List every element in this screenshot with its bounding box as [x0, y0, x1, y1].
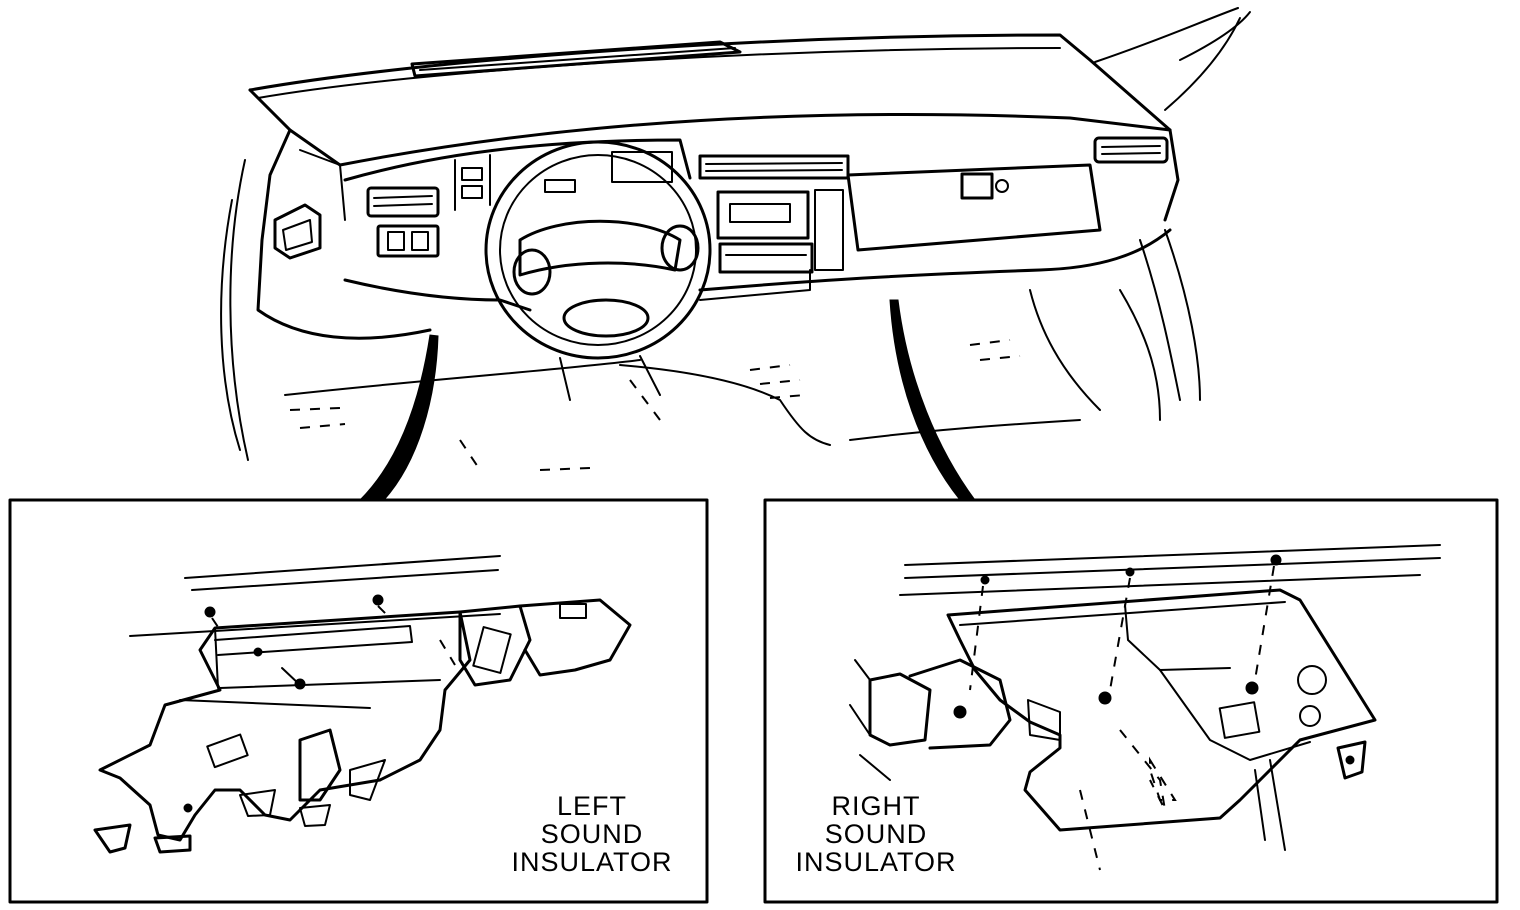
right-sound-insulator-callout: RIGHT SOUND INSULATOR	[763, 498, 1499, 904]
dashboard-overview	[220, 7, 1251, 501]
left-callout-label-line3: INSULATOR	[511, 847, 672, 877]
right-callout-label-line3: INSULATOR	[795, 847, 956, 877]
right-callout-label-line2: SOUND	[825, 819, 928, 849]
right-callout-label-line1: RIGHT	[832, 791, 921, 821]
left-callout-label-line2: SOUND	[541, 819, 644, 849]
left-callout-label-line1: LEFT	[557, 791, 627, 821]
left-sound-insulator-callout: LEFT SOUND INSULATOR	[8, 498, 709, 904]
